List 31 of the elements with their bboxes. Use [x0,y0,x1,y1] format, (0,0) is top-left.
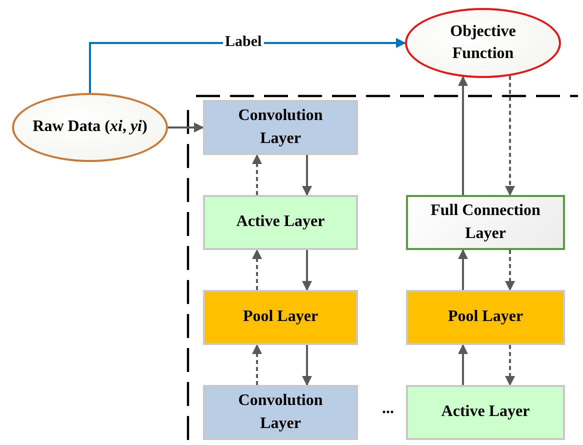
layer-box [203,100,358,155]
arrow [89,38,406,93]
arrow [302,250,312,291]
arrow [168,122,204,132]
node-text: Convolution Layer [237,391,324,434]
arrow [302,345,312,386]
node-text: Pool Layer [242,307,318,328]
dashed-arrow [252,249,262,290]
layer-box [406,385,565,440]
dashed-arrow [505,345,515,386]
layer-box [406,290,565,345]
layer-box [203,195,358,250]
node-text: Pool Layer [448,307,524,328]
dashed-arrow [505,250,515,291]
arrow [458,249,468,290]
ellipsis-text: ... [382,400,394,418]
layer-box [406,195,565,250]
node-text: Full Connection Layer [430,201,542,244]
node-text: Objective Function [449,22,517,64]
node-text: Raw Data (xi, yi) [32,117,148,138]
node-text: Convolution Layer [237,106,324,148]
arrow [302,155,312,196]
node-text: Active Layer [441,402,530,422]
dashed-arrow [252,154,262,195]
arrow [458,76,468,195]
dashed-arrow [505,76,515,196]
dashed-arrow [252,344,262,385]
layer-box [203,290,358,345]
node-text: Active Layer [236,212,325,232]
arrow [458,344,468,385]
layer-box [203,385,358,440]
